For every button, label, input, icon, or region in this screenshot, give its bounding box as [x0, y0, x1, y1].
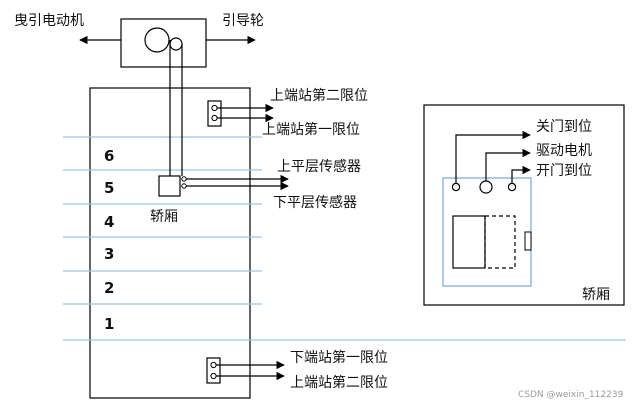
upper-limit-switch — [207, 100, 222, 127]
upper-limit-2-icon — [211, 104, 218, 112]
upper-leveling-sensor-icon — [181, 176, 187, 182]
upper-leveling-sensor-label: 上平层传感器 — [277, 158, 361, 175]
lower-limit-1-icon — [210, 361, 217, 369]
door-open-sensor-icon — [507, 182, 517, 192]
lower-leveling-sensor-label: 下平层传感器 — [273, 194, 357, 211]
floor-number-1: 1 — [104, 315, 114, 333]
car-door-left — [452, 215, 486, 269]
door-open-label: 开门到位 — [536, 163, 592, 179]
floor-lines — [63, 136, 626, 341]
car — [158, 175, 181, 197]
traction-motor-icon — [144, 27, 170, 53]
upper-limit-1-icon — [211, 114, 218, 122]
upper-terminal-limit-2-label: 上端站第二限位 — [270, 87, 368, 104]
lower-terminal-limit-1-label: 下端站第一限位 — [290, 349, 388, 366]
door-closed-label: 关门到位 — [536, 119, 592, 135]
guide-wheel-label: 引导轮 — [222, 13, 264, 29]
floor-number-2: 2 — [104, 279, 114, 297]
floor-number-4: 4 — [104, 213, 114, 231]
car-door-right-open — [484, 215, 516, 269]
lower-terminal-limit-2-label: 上端站第二限位 — [290, 374, 388, 391]
lower-limit-2-icon — [210, 372, 217, 380]
guide-wheel-icon — [169, 37, 183, 51]
floor-number-3: 3 — [104, 245, 114, 263]
drive-motor-label: 驱动电机 — [536, 143, 592, 159]
car-label: 轿厢 — [150, 209, 178, 225]
door-open-leader — [511, 165, 531, 183]
lower-limit-switch — [206, 357, 221, 384]
door-handle — [524, 231, 532, 251]
door-closed-sensor-icon — [451, 182, 461, 192]
watermark: CSDN @weixin_112239 — [518, 390, 624, 400]
floor-number-6: 6 — [104, 147, 114, 165]
drive-motor-icon — [479, 180, 493, 194]
upper-terminal-limit-1-label: 上端站第一限位 — [262, 121, 360, 138]
car-detail-title: 轿厢 — [582, 287, 610, 303]
drive-motor-leader — [485, 148, 531, 181]
door-closed-leader — [455, 130, 531, 183]
lower-leveling-sensor-icon — [181, 183, 187, 189]
traction-motor-label: 曳引电动机 — [14, 13, 84, 29]
floor-number-5: 5 — [104, 179, 114, 197]
